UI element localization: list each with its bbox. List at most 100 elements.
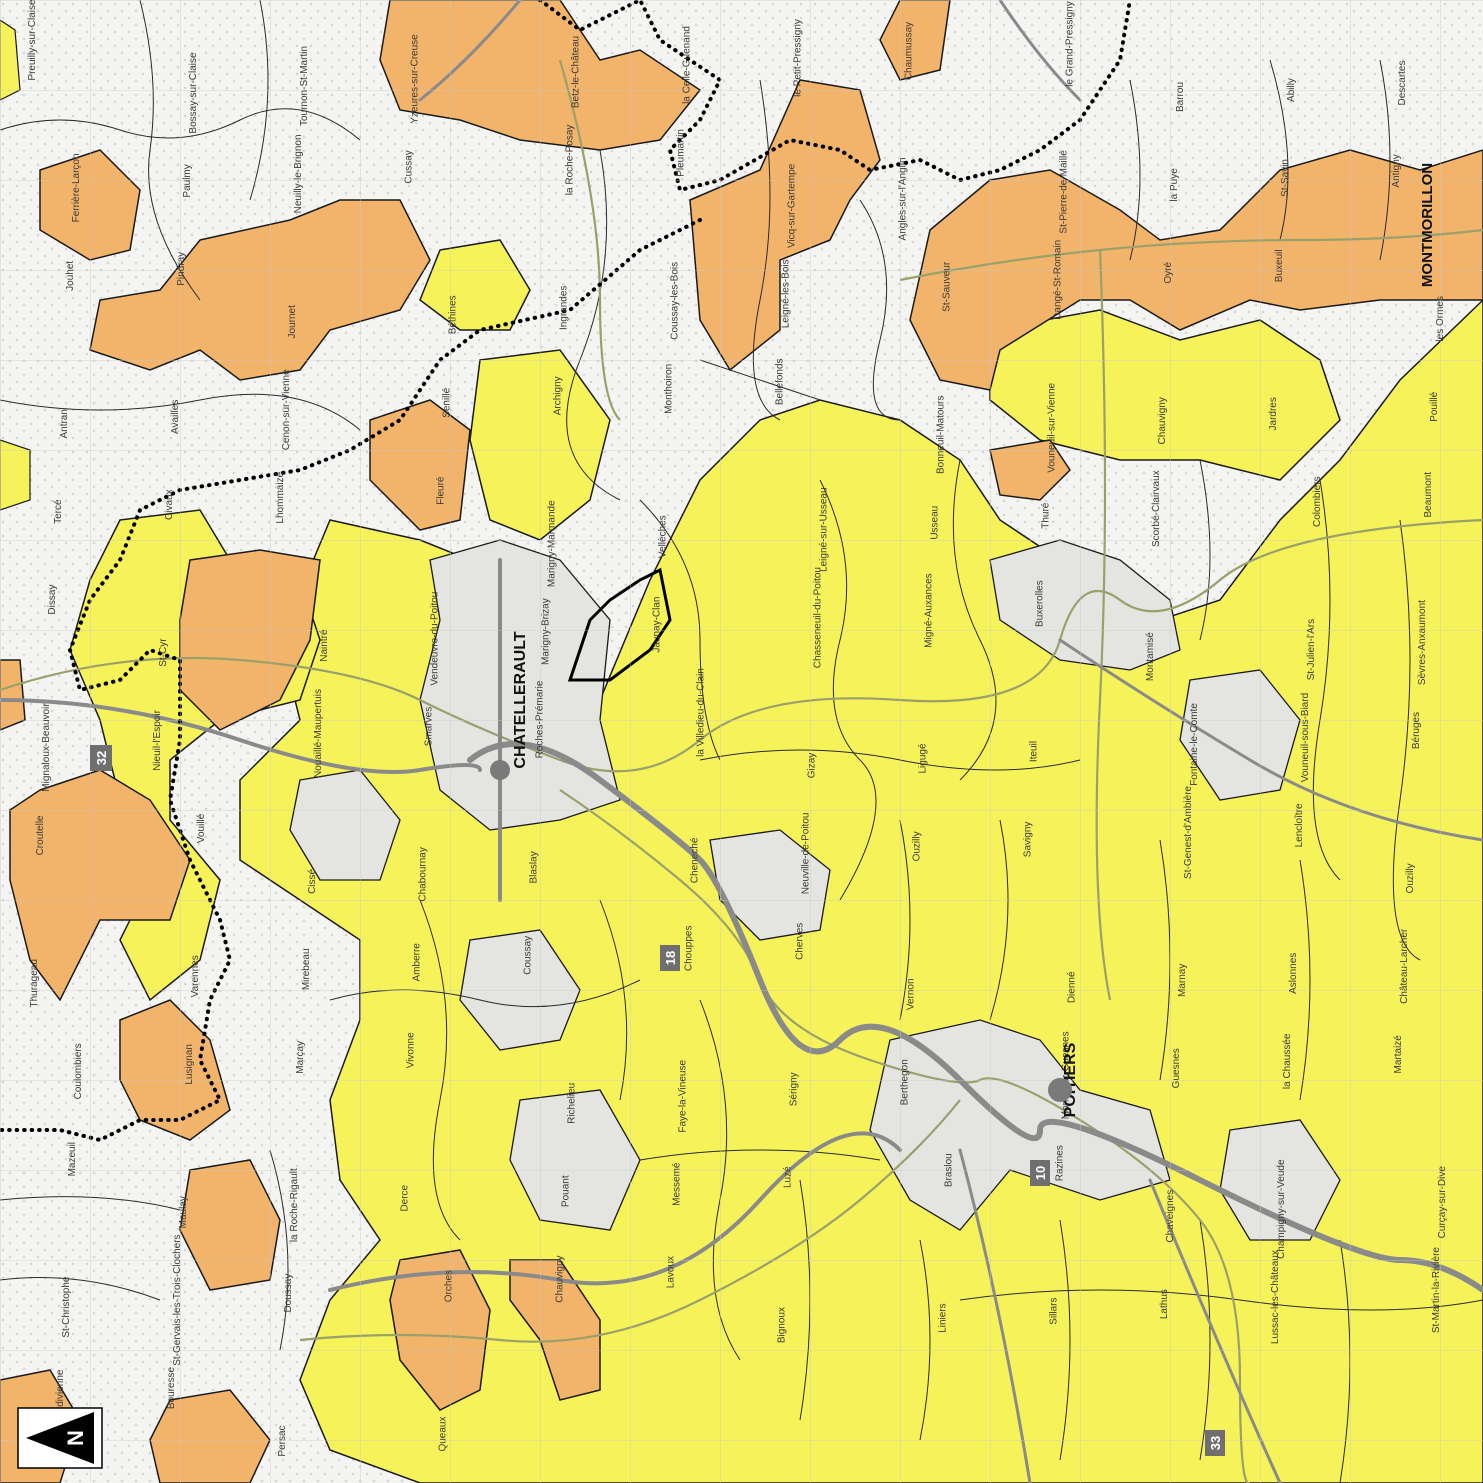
place-label: Vouneuil-sous-Biard bbox=[1300, 693, 1311, 783]
place-label: Cheneché bbox=[690, 837, 701, 883]
place-label: Mirebeau bbox=[301, 948, 312, 990]
place-label: la Celle-Guenand bbox=[682, 26, 693, 104]
place-label: Bossay-sur-Claise bbox=[188, 52, 199, 134]
place-label: Cissé bbox=[307, 868, 318, 893]
place-label: Doussay bbox=[283, 1274, 294, 1313]
place-label: le Grand-Pressigny bbox=[1064, 1, 1075, 87]
place-label: Ferrière-Larçon bbox=[71, 153, 82, 222]
place-label: Marigny-Marmande bbox=[547, 500, 558, 587]
road-number-r32: 32 bbox=[94, 751, 109, 765]
place-label: Luzé bbox=[783, 1166, 794, 1188]
place-label: Nouaillé-Maupertuis bbox=[313, 689, 324, 778]
place-label: Yzeures-sur-Creuse bbox=[410, 34, 421, 124]
place-label: Thurageau bbox=[29, 959, 40, 1007]
place-label: Vicq-sur-Gartempe bbox=[787, 163, 798, 248]
place-label: Dienné bbox=[1066, 971, 1077, 1003]
place-label: Blaslay bbox=[529, 851, 540, 883]
place-label: Razines bbox=[1054, 1145, 1065, 1181]
place-label: Angles-sur-l'Anglin bbox=[897, 157, 908, 240]
place-label: St-Christophe bbox=[61, 1276, 72, 1338]
place-label: Vouillé bbox=[196, 813, 207, 843]
place-label: Fleuré bbox=[436, 476, 447, 505]
place-label: Vendeuvre-du-Poitou bbox=[430, 592, 441, 686]
place-label: Ouzilly bbox=[911, 831, 922, 861]
place-label: Ouzilly bbox=[1405, 863, 1416, 893]
place-label: la Roche-Posay bbox=[565, 125, 576, 196]
place-label: Descartes bbox=[1397, 60, 1408, 105]
place-label: Vellèches bbox=[658, 515, 669, 558]
place-label: Iteuil bbox=[1028, 741, 1039, 762]
place-label: Château-Larcher bbox=[1399, 928, 1410, 1004]
place-label: St-Pierre-de-Maillé bbox=[1058, 150, 1069, 234]
place-label: Chauvigny bbox=[1157, 397, 1168, 444]
place-label: Civaux bbox=[164, 489, 175, 520]
place-label: Buxeuil bbox=[1274, 249, 1285, 282]
place-label: Antran bbox=[59, 409, 70, 438]
place-label: Lencloître bbox=[1294, 803, 1305, 847]
place-label: Berthegon bbox=[899, 1059, 910, 1105]
place-label: Sérigny bbox=[789, 1072, 800, 1106]
place-label: Marçay bbox=[295, 1041, 306, 1074]
place-label: Coussay-les-Bois bbox=[670, 262, 681, 340]
city-marker-chatellerault bbox=[490, 760, 510, 780]
place-label: Paulmy bbox=[182, 164, 193, 197]
place-label: Abilly bbox=[1286, 78, 1297, 102]
place-label: Tournon-St-Martin bbox=[299, 46, 310, 126]
place-label: Cherves bbox=[795, 923, 806, 960]
place-label: Vivonne bbox=[406, 1032, 417, 1068]
road-shield-r18 bbox=[660, 945, 680, 971]
place-label: St-Genest-d'Ambière bbox=[1183, 785, 1194, 878]
place-label: Usseau bbox=[929, 506, 940, 540]
place-label: Senillé bbox=[442, 387, 453, 417]
place-label: Richelieu bbox=[567, 1083, 578, 1124]
place-label: Lussac-les-Châteaux bbox=[1270, 1250, 1281, 1344]
place-label: Faye-la-Vineuse bbox=[678, 1060, 689, 1133]
road-number-r18: 18 bbox=[663, 951, 678, 965]
place-label: Chouppes bbox=[684, 926, 695, 972]
city-label-chatellerault: CHATELLERAULT bbox=[512, 631, 529, 768]
road-shield-r33 bbox=[1205, 1430, 1225, 1456]
place-label: Cussay bbox=[404, 150, 415, 183]
place-label: Neuville-de-Poitou bbox=[801, 813, 812, 895]
place-label: Roches-Prémarie bbox=[535, 680, 546, 758]
place-label: Coussay bbox=[523, 936, 534, 975]
place-label: Tercé bbox=[53, 499, 64, 524]
place-label: Cenon-sur-Vienne bbox=[281, 369, 292, 450]
place-label: Colombiers bbox=[1312, 476, 1323, 527]
place-label: Pouant bbox=[561, 1175, 572, 1207]
place-label: Queaux bbox=[438, 1416, 449, 1451]
place-label: Scorbé-Clairvaux bbox=[1151, 470, 1162, 547]
place-label: Bouresse bbox=[166, 1366, 177, 1409]
place-label: Chaveignes bbox=[1165, 1190, 1176, 1243]
place-label: Pleumartin bbox=[676, 129, 687, 177]
road-shield-r10 bbox=[1030, 1160, 1050, 1186]
place-label: Antigny bbox=[1391, 154, 1402, 187]
place-label: Chabournay bbox=[418, 847, 429, 901]
place-label: la Roche-Rigault bbox=[289, 1168, 300, 1242]
place-label: Champigny-sur-Veude bbox=[1276, 1159, 1287, 1259]
place-label: Braslou bbox=[943, 1153, 954, 1187]
place-label: Beaumont bbox=[1423, 472, 1434, 518]
place-label: Lathus bbox=[1159, 1289, 1170, 1319]
place-label: la Villedieu-du-Clain bbox=[696, 668, 707, 757]
place-label: Savigny bbox=[1022, 822, 1033, 858]
place-label: Martaizé bbox=[1393, 1035, 1404, 1074]
city-marker-poitiers bbox=[1048, 1078, 1072, 1102]
place-label: Chasseneuil-du-Poitou bbox=[813, 567, 824, 668]
place-label: Pindray bbox=[176, 252, 187, 286]
place-label: Bonneuil-Matours bbox=[935, 396, 946, 474]
place-label: Vouneuil-sur-Vienne bbox=[1046, 382, 1057, 472]
place-label: Chaumussay bbox=[903, 22, 914, 80]
north-arrow-icon bbox=[26, 1412, 94, 1464]
place-label: Leigné-les-Bois bbox=[781, 259, 792, 328]
place-label: Lusignan bbox=[184, 1044, 195, 1085]
place-label: Dissay bbox=[47, 585, 58, 615]
place-label: Neuilly-le-Brignon bbox=[293, 134, 304, 213]
place-label: Mazeuil bbox=[67, 1142, 78, 1176]
road-shield-r32 bbox=[90, 745, 112, 771]
road-number-r10: 10 bbox=[1033, 1166, 1048, 1180]
place-label: Persac bbox=[277, 1425, 288, 1456]
place-label: Betz-le-Château bbox=[571, 36, 582, 108]
